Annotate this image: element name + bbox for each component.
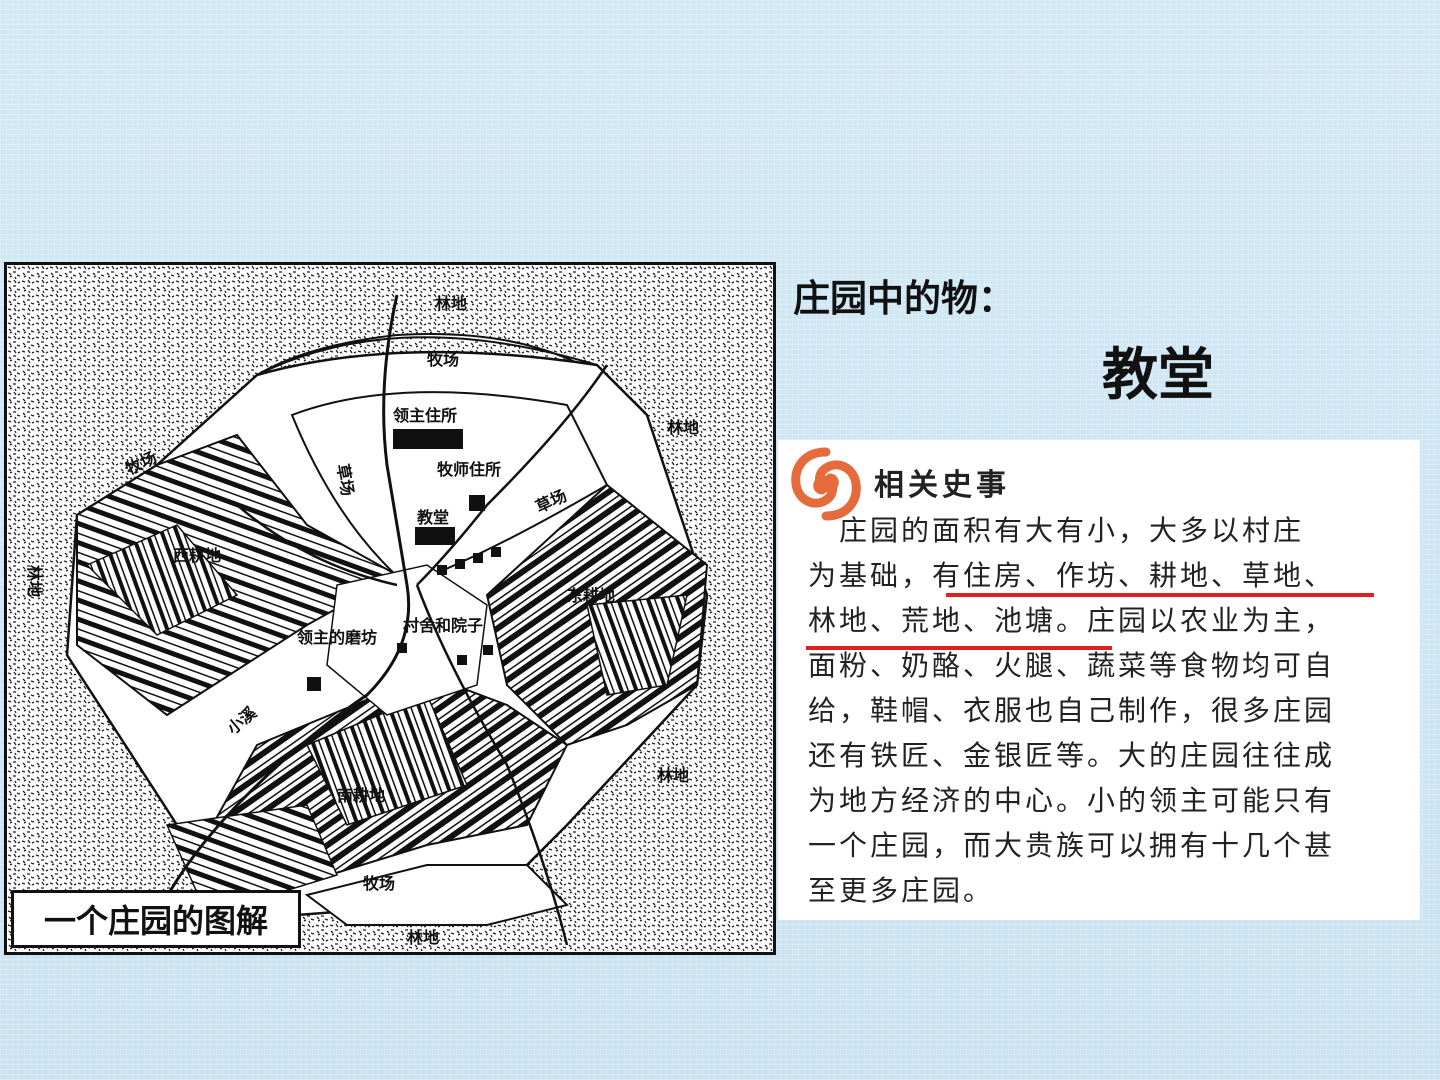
cottage	[397, 643, 407, 653]
label-lord-mill: 领主的磨坊	[297, 628, 377, 647]
pasture-bottom	[304, 864, 569, 926]
card-line: 至更多庄园。	[808, 874, 995, 907]
label-church: 教堂	[417, 508, 449, 527]
label-forest-bottom-right: 林地	[657, 766, 689, 785]
section-title: 庄园中的物：	[793, 277, 1015, 320]
label-lord-residence: 领主住所	[393, 406, 457, 425]
label-forest-top: 林地	[435, 294, 467, 313]
manor-map: 林地 牧场 领主住所 牧师住所 林地 牧场 草场 草场 教堂 西耕地 东耕地 村…	[4, 262, 776, 955]
south-west-strip	[165, 804, 339, 916]
east-field-strip	[586, 594, 688, 696]
priest-residence-building	[469, 495, 485, 511]
card-line: 一个庄园，而大贵族可以拥有十几个甚	[808, 829, 1336, 862]
card-line: 为基础，有住房、作坊、耕地、草地、	[808, 559, 1336, 592]
cottage	[457, 655, 467, 665]
card-heading: 相关史事	[874, 468, 1010, 503]
meadow-ring	[290, 391, 609, 587]
card-line: 为地方经济的中心。小的领主可能只有	[808, 784, 1336, 817]
related-history-card: 相关史事 庄园的面积有大有小，大多以村庄 为基础，有住房、作坊、耕地、草地、 林…	[778, 440, 1420, 920]
section-subtitle: 教堂	[1102, 343, 1214, 408]
label-south-field: 南耕地	[337, 786, 385, 805]
cottage	[491, 547, 501, 557]
highlight-underline	[946, 593, 1374, 597]
label-forest-left: 林地	[25, 565, 44, 597]
lord-residence-building	[393, 429, 463, 449]
cottage	[455, 559, 465, 569]
label-pasture-bottom: 牧场	[363, 874, 395, 893]
label-forest-bottom: 林地	[407, 928, 439, 947]
card-line: 给，鞋帽、衣服也自己制作，很多庄园	[808, 694, 1336, 727]
church-building	[415, 527, 455, 545]
cottage	[473, 553, 483, 563]
highlight-underline	[806, 646, 1112, 650]
map-caption: 一个庄园的图解	[11, 890, 301, 948]
card-line: 还有铁匠、金银匠等。大的庄园往往成	[808, 739, 1336, 772]
card-line: 庄园的面积有大有小，大多以村庄	[808, 514, 1305, 547]
label-priest-residence: 牧师住所	[437, 460, 501, 479]
label-east-field: 东耕地	[567, 586, 615, 605]
cottage	[483, 645, 493, 655]
mill-building	[307, 677, 321, 691]
cottage	[437, 565, 447, 575]
swirl-logo-icon	[791, 447, 861, 521]
card-line: 面粉、奶酪、火腿、蔬菜等食物均可自	[808, 649, 1336, 682]
road-north-east	[416, 364, 609, 586]
stream-path	[155, 294, 411, 916]
road-west	[236, 504, 398, 587]
card-line: 林地、荒地、池塘。庄园以农业为主，	[808, 604, 1336, 637]
road-south	[415, 584, 569, 946]
label-west-field: 西耕地	[173, 546, 221, 565]
village-area	[326, 564, 488, 716]
west-field-strip	[85, 524, 239, 636]
label-forest-right: 林地	[667, 418, 699, 437]
manor-map-drawing: 林地 牧场 领主住所 牧师住所 林地 牧场 草场 草场 教堂 西耕地 东耕地 村…	[7, 265, 773, 952]
label-pasture-top: 牧场	[427, 350, 459, 369]
label-village: 村舍和院子	[403, 616, 483, 635]
